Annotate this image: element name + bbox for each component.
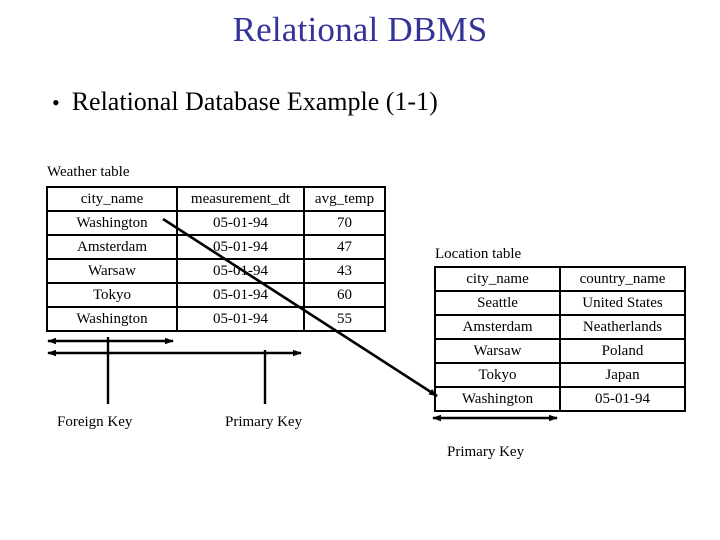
page-title: Relational DBMS bbox=[232, 10, 488, 49]
table-cell: Neatherlands bbox=[559, 314, 686, 340]
table-cell: 55 bbox=[303, 306, 386, 332]
table-cell: Warsaw bbox=[434, 338, 561, 364]
primary-key-label-weather: Primary Key bbox=[225, 414, 303, 430]
column-header: country_name bbox=[559, 266, 686, 292]
table-cell: 60 bbox=[303, 282, 386, 308]
column-header: city_name bbox=[434, 266, 561, 292]
column-header: measurement_dt bbox=[176, 186, 305, 212]
table-cell: 70 bbox=[303, 210, 386, 236]
table-cell: Washington bbox=[46, 210, 178, 236]
table-cell: 05-01-94 bbox=[176, 306, 305, 332]
table-cell: Tokyo bbox=[434, 362, 561, 388]
table-cell: Amsterdam bbox=[46, 234, 178, 260]
bullet-line: • Relational Database Example (1-1) bbox=[52, 86, 672, 119]
table-cell: Tokyo bbox=[46, 282, 178, 308]
table-cell: Washington bbox=[46, 306, 178, 332]
table-cell: Seattle bbox=[434, 290, 561, 316]
foreign-key-label: Foreign Key bbox=[57, 414, 133, 430]
bullet-marker-icon: • bbox=[52, 90, 60, 115]
primary-key-label-location: Primary Key bbox=[447, 444, 525, 460]
table-cell: Japan bbox=[559, 362, 686, 388]
table-cell: Warsaw bbox=[46, 258, 178, 284]
table-cell: 05-01-94 bbox=[559, 386, 686, 412]
table-cell: 43 bbox=[303, 258, 386, 284]
table-cell: Poland bbox=[559, 338, 686, 364]
table-cell: 05-01-94 bbox=[176, 234, 305, 260]
location-table-caption: Location table bbox=[435, 246, 522, 262]
bullet-text: Relational Database Example (1-1) bbox=[71, 87, 438, 116]
table-cell: 05-01-94 bbox=[176, 210, 305, 236]
table-cell: 05-01-94 bbox=[176, 282, 305, 308]
table-cell: Amsterdam bbox=[434, 314, 561, 340]
weather-table-caption: Weather table bbox=[47, 164, 130, 180]
column-header: avg_temp bbox=[303, 186, 386, 212]
table-cell: United States bbox=[559, 290, 686, 316]
table-cell: Washington bbox=[434, 386, 561, 412]
column-header: city_name bbox=[46, 186, 178, 212]
table-cell: 05-01-94 bbox=[176, 258, 305, 284]
table-cell: 47 bbox=[303, 234, 386, 260]
